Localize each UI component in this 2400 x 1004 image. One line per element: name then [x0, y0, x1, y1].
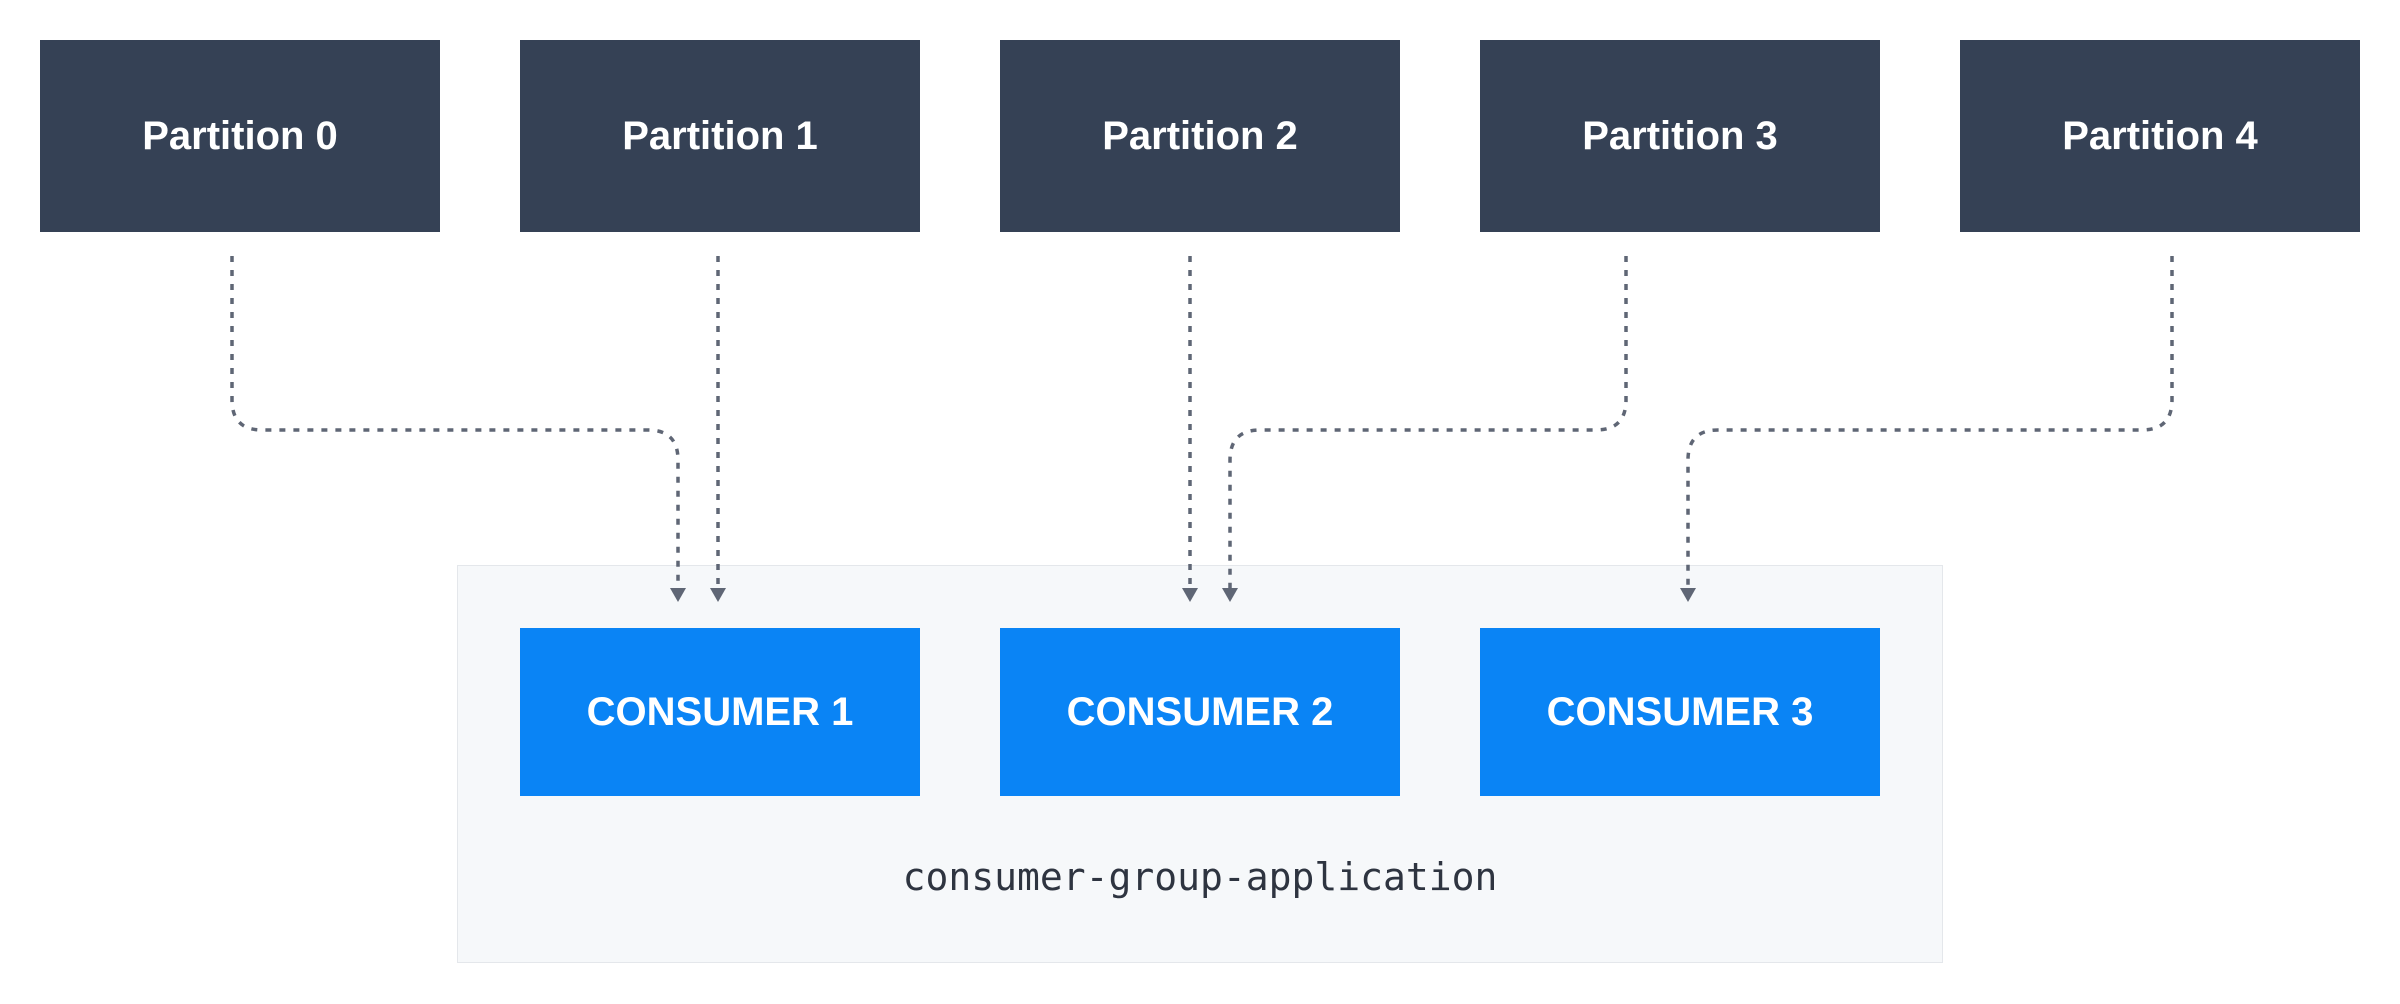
partition-1-box: Partition 1: [520, 40, 920, 232]
partition-4-box: Partition 4: [1960, 40, 2360, 232]
consumer-group-label: consumer-group-application: [902, 855, 1498, 899]
consumer-3-label: CONSUMER 3: [1546, 689, 1814, 734]
partition-3-box: Partition 3: [1480, 40, 1880, 232]
partition-2-label: Partition 2: [1102, 113, 1298, 158]
connector-partition-0-consumer-1: [230, 256, 680, 590]
partition-0-label: Partition 0: [142, 113, 338, 158]
consumer-2-label: CONSUMER 2: [1066, 689, 1334, 734]
consumer-1-box: CONSUMER 1: [520, 628, 920, 796]
partition-2-box: Partition 2: [1000, 40, 1400, 232]
connector-partition-4-consumer-3: [1686, 256, 2174, 590]
consumer-3-box: CONSUMER 3: [1480, 628, 1880, 796]
connector-partition-3-consumer-2: [1228, 256, 1628, 590]
partition-0-box: Partition 0: [40, 40, 440, 232]
partition-1-label: Partition 1: [622, 113, 818, 158]
partition-4-label: Partition 4: [2062, 113, 2258, 158]
partition-3-label: Partition 3: [1582, 113, 1778, 158]
consumer-1-label: CONSUMER 1: [586, 689, 854, 734]
consumer-2-box: CONSUMER 2: [1000, 628, 1400, 796]
